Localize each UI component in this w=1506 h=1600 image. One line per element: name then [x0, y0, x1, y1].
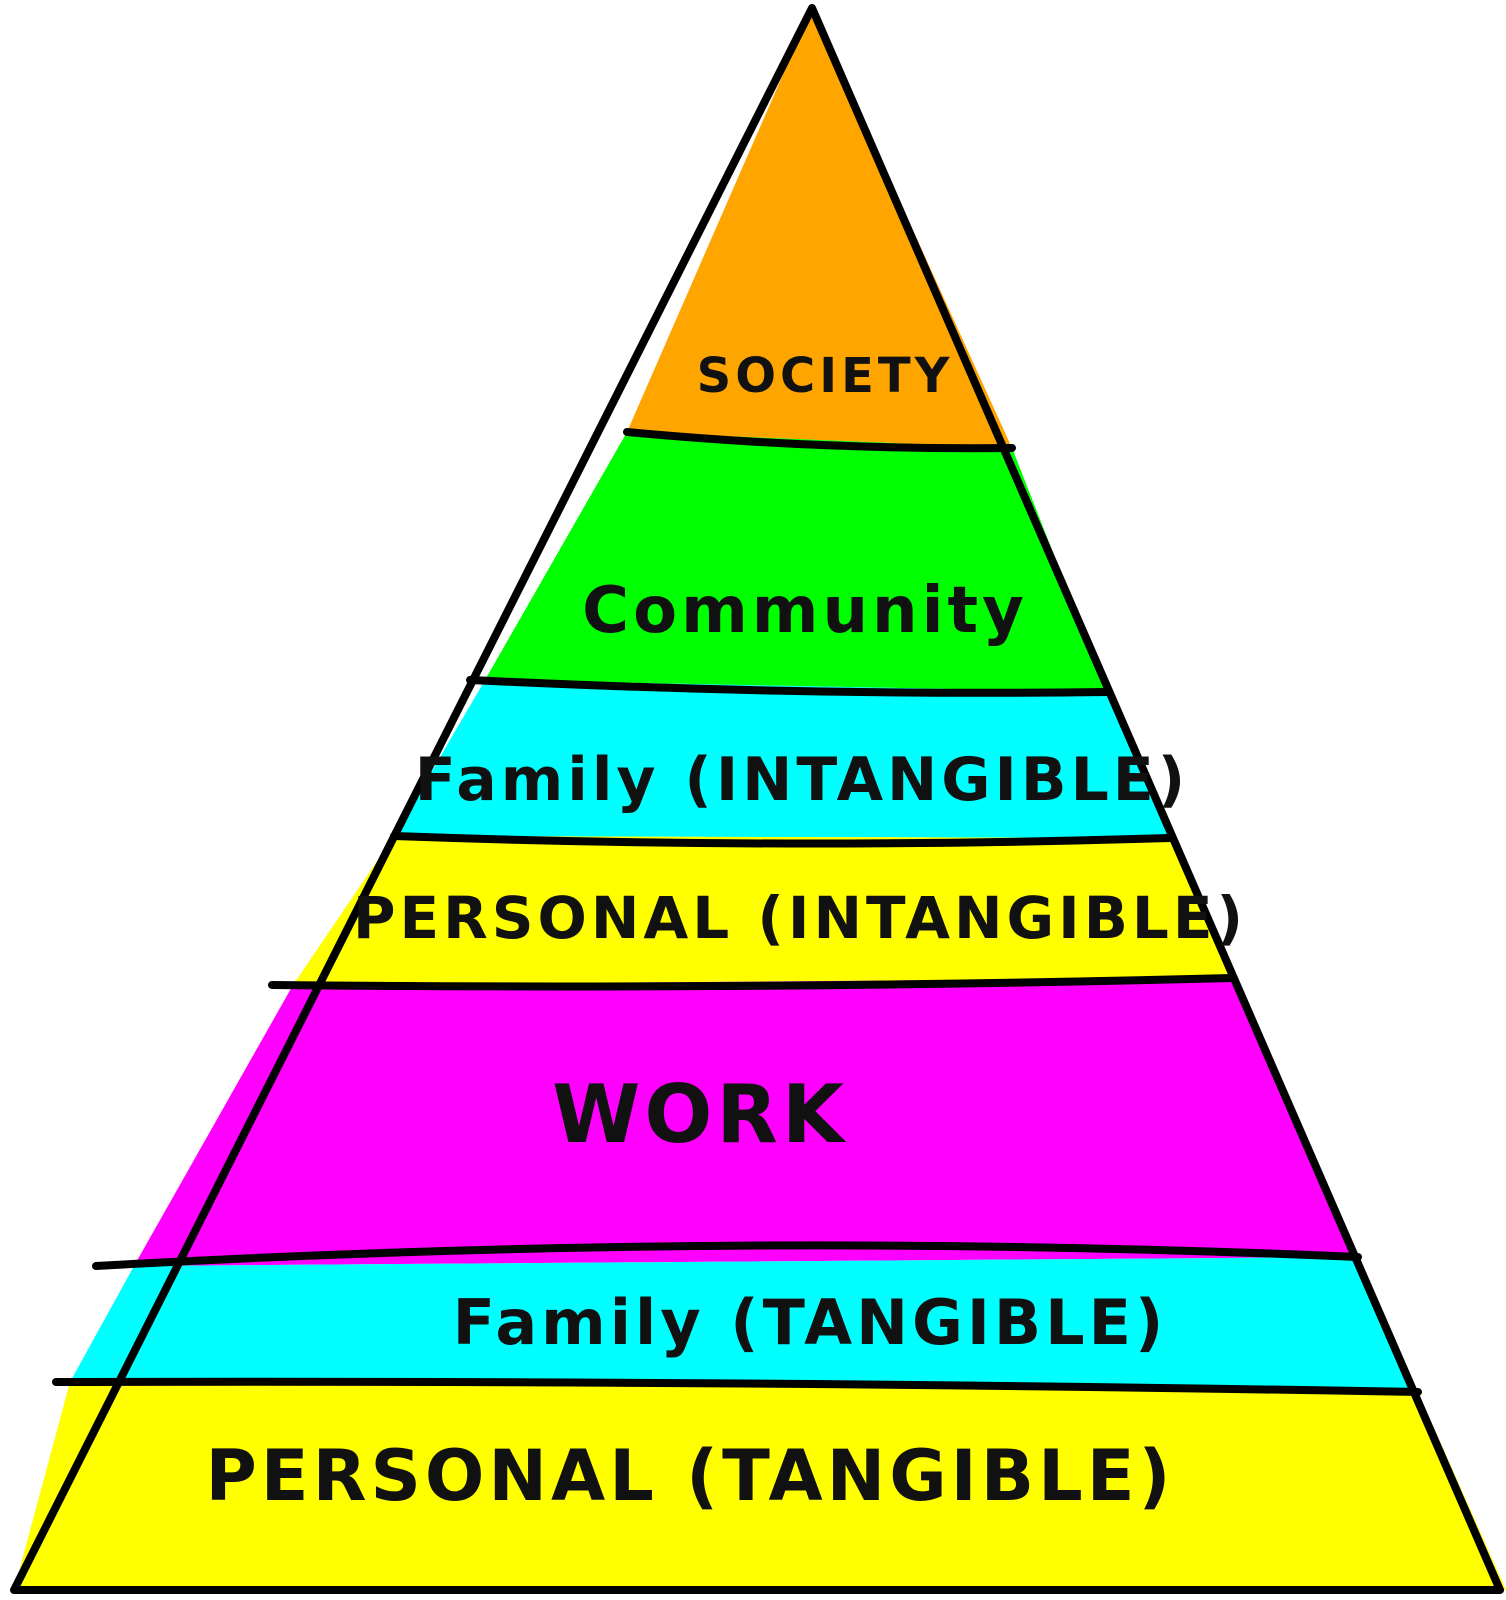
divider-line [92, 1241, 1362, 1270]
layer-work-band [134, 978, 1358, 1266]
layer-society-band [627, 8, 1012, 448]
divider-line [466, 676, 1112, 697]
divider-line [52, 1377, 1422, 1396]
layer-work-label: WORK [552, 1068, 848, 1161]
layer-personal-tangible-label: PERSONAL (TANGIBLE) [205, 1435, 1174, 1517]
layer-community-band [485, 432, 1108, 692]
pyramid-outline [10, 4, 1504, 1594]
divider-line [268, 974, 1236, 991]
layer-family-tangible-band [70, 1257, 1418, 1392]
layer-family-tangible-label: Family (TANGIBLE) [453, 1286, 1168, 1359]
layer-personal-tangible-band [14, 1382, 1506, 1590]
layer-personal-intangible-label: PERSONAL (INTANGIBLE) [353, 884, 1247, 952]
layer-family-intangible-band [394, 680, 1170, 838]
layer-community-label: Community [582, 574, 1028, 648]
divider-line [390, 832, 1174, 848]
layer-society-label: SOCIETY [697, 348, 954, 404]
layer-personal-intangible-band [293, 836, 1232, 985]
layer-family-intangible-label: Family (INTANGIBLE) [415, 745, 1189, 815]
divider-line [623, 428, 1016, 453]
